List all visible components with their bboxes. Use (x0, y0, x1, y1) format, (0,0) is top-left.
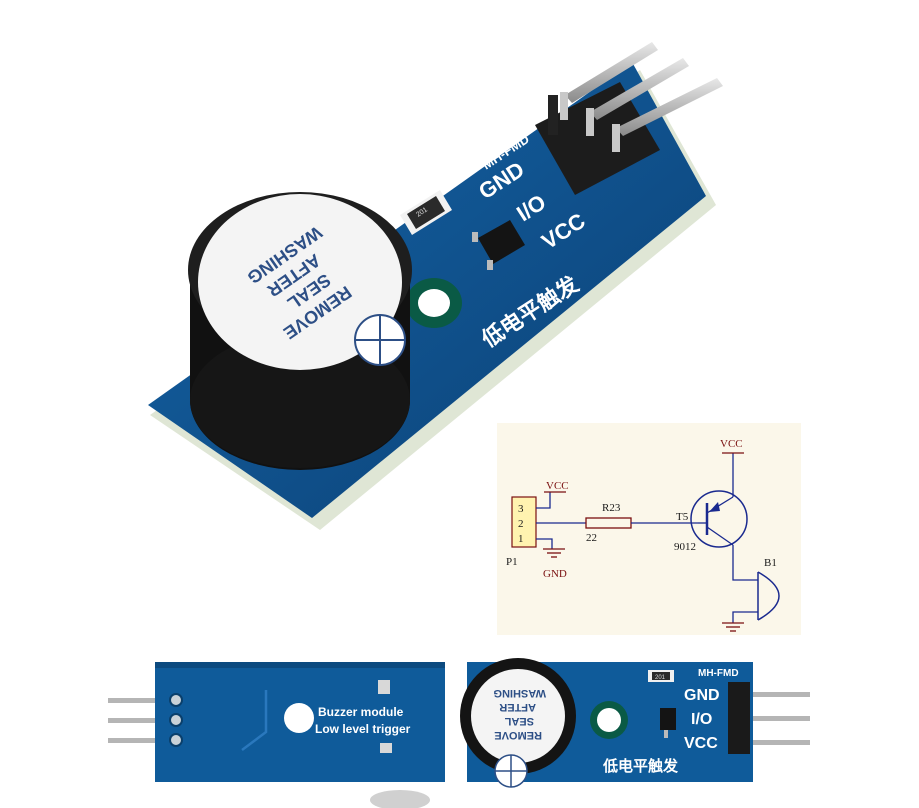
resistor-name: R23 (602, 502, 621, 514)
small-sticker-line-4: WASHING (493, 687, 546, 699)
small-sticker-line-1: REMOVE (494, 729, 542, 741)
back-label-line2: Low level trigger (315, 722, 411, 736)
small-pin-gnd: GND (684, 687, 720, 704)
smd-transistor (472, 220, 525, 270)
resistor-value: 22 (586, 532, 597, 544)
pin-3-label: 3 (518, 503, 524, 515)
small-pin-vcc: VCC (684, 735, 718, 752)
small-resistor-code: 201 (655, 675, 666, 681)
pin-1-label: 1 (518, 533, 524, 545)
schematic-background (497, 423, 801, 635)
transistor-t5 (690, 490, 748, 548)
small-chinese-label: 低电平触发 (602, 757, 679, 775)
small-transistor (660, 708, 676, 730)
transistor-part: 9012 (674, 541, 696, 553)
connector-p1 (511, 496, 537, 548)
small-sticker-line-2: SEAL (504, 715, 534, 727)
buzzer-name: B1 (764, 557, 777, 569)
small-model-label: MH-FMD (698, 668, 739, 679)
gnd-label-connector: GND (543, 568, 567, 580)
small-pin-io: I/O (691, 711, 712, 728)
buzzer: REMOVE SEAL AFTER WASHING (188, 192, 412, 470)
small-sticker-line-3: AFTER (499, 701, 536, 713)
pin-header (535, 42, 723, 195)
vcc-label-top: VCC (720, 438, 743, 450)
pin-2-label: 2 (518, 518, 524, 530)
vcc-label-connector: VCC (546, 480, 569, 492)
connector-name: P1 (506, 556, 518, 568)
back-mounting-hole (284, 703, 314, 733)
back-label-line1: Buzzer module (318, 705, 404, 719)
transistor-name: T5 (676, 511, 689, 523)
smd-resistor: 201 (400, 190, 452, 235)
buzzer-sticker (198, 194, 402, 370)
